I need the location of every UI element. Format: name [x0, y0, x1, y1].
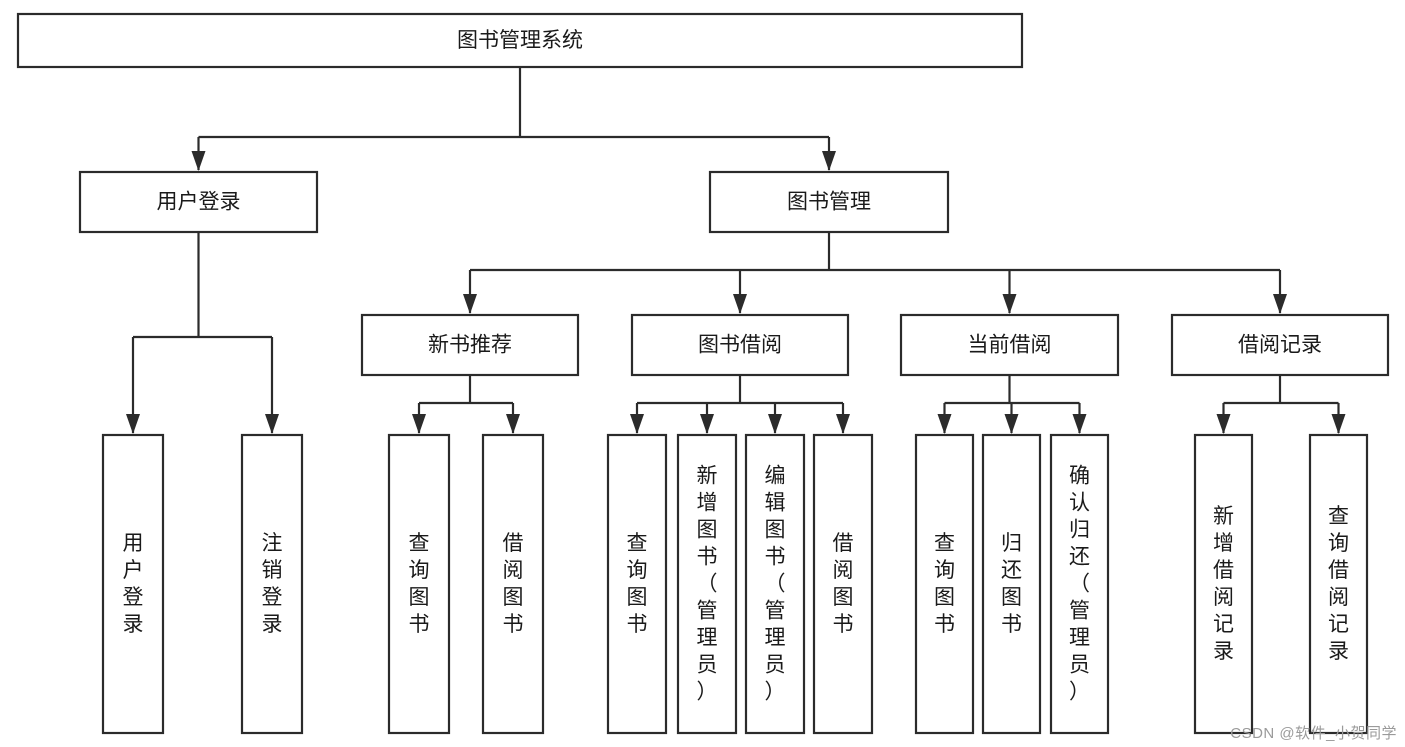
arrow-head-icon [1002, 294, 1017, 314]
node-label: 编辑图书（管理员） [765, 465, 786, 704]
node-level1-图书管理[interactable]: 图书管理 [708, 170, 950, 234]
node-box-rect [481, 433, 545, 735]
node-box-rect [1170, 313, 1390, 377]
node-box-rect [606, 433, 668, 735]
node-box-rect [812, 433, 874, 735]
node-leaf-用户登录[interactable]: 用户登录 [101, 433, 165, 735]
arrow-head-icon [126, 414, 140, 434]
arrow-head-icon [768, 414, 782, 434]
node-label: 归还图书 [1001, 532, 1022, 636]
node-box-rect [240, 433, 304, 735]
arrow-head-icon [1072, 414, 1087, 434]
node-box-rect [1049, 433, 1110, 735]
arrow-head-icon [937, 414, 952, 434]
node-box-rect [630, 313, 850, 377]
arrow-head-icon [191, 151, 206, 171]
node-box-rect [1193, 433, 1254, 735]
node-label: 新增借阅记录 [1213, 505, 1234, 663]
node-label: 查询图书 [627, 532, 648, 636]
node-leaf-新增图书管理员[interactable]: 新增图书（管理员） [676, 433, 738, 735]
node-box-rect [981, 433, 1042, 735]
node-box-rect [1308, 433, 1369, 735]
node-box-rect [360, 313, 580, 377]
node-leaf-借阅图书[interactable]: 借阅图书 [812, 433, 874, 735]
node-label: 图书管理系统 [457, 29, 583, 52]
arrow-head-icon [1331, 414, 1346, 434]
arrow-head-icon [630, 414, 644, 434]
arrow-head-icon [463, 294, 477, 314]
node-label: 用户登录 [123, 532, 144, 636]
node-box-rect [101, 433, 165, 735]
node-leaf-编辑图书管理员[interactable]: 编辑图书（管理员） [744, 433, 806, 735]
arrow-head-icon [412, 414, 426, 434]
node-label: 查询借阅记录 [1328, 505, 1349, 663]
arrow-head-icon [1273, 294, 1287, 314]
node-label: 借阅图书 [833, 532, 854, 636]
node-leaf-查询图书[interactable]: 查询图书 [387, 433, 451, 735]
node-label: 确认归还（管理员） [1069, 465, 1090, 704]
arrow-head-icon [506, 414, 520, 434]
node-level2-当前借阅[interactable]: 当前借阅 [899, 313, 1120, 377]
node-label: 图书借阅 [698, 334, 782, 357]
node-label: 借阅记录 [1238, 334, 1322, 357]
node-box-rect [78, 170, 319, 234]
node-label: 借阅图书 [503, 532, 524, 636]
node-label: 查询图书 [934, 532, 955, 636]
node-box-rect [708, 170, 950, 234]
node-box-rect [914, 433, 975, 735]
node-leaf-新增借阅记录[interactable]: 新增借阅记录 [1193, 433, 1254, 735]
node-level2-图书借阅[interactable]: 图书借阅 [630, 313, 850, 377]
node-box-rect [676, 433, 738, 735]
node-layer: 图书管理系统用户登录图书管理新书推荐图书借阅当前借阅借阅记录用户登录注销登录查询… [16, 12, 1390, 735]
node-label: 查询图书 [409, 532, 430, 636]
node-leaf-确认归还管理员[interactable]: 确认归还（管理员） [1049, 433, 1110, 735]
connector-layer [126, 67, 1346, 434]
node-label: 注销登录 [262, 532, 283, 636]
arrow-head-icon [700, 414, 714, 434]
arrow-head-icon [1004, 414, 1019, 434]
node-label: 用户登录 [157, 191, 241, 214]
arrow-head-icon [265, 414, 279, 434]
node-label: 图书管理 [787, 191, 871, 214]
node-level1-用户登录[interactable]: 用户登录 [78, 170, 319, 234]
arrow-head-icon [733, 294, 747, 314]
node-leaf-借阅图书[interactable]: 借阅图书 [481, 433, 545, 735]
node-leaf-注销登录[interactable]: 注销登录 [240, 433, 304, 735]
node-leaf-查询图书[interactable]: 查询图书 [914, 433, 975, 735]
node-label: 新书推荐 [428, 334, 512, 357]
arrow-head-icon [836, 414, 850, 434]
node-level2-新书推荐[interactable]: 新书推荐 [360, 313, 580, 377]
node-level2-借阅记录[interactable]: 借阅记录 [1170, 313, 1390, 377]
csdn-watermark: CSDN @软件_小贺同学 [1230, 725, 1397, 742]
node-root-图书管理系统[interactable]: 图书管理系统 [16, 12, 1024, 69]
arrow-head-icon [1216, 414, 1231, 434]
node-box-rect [744, 433, 806, 735]
node-label: 新增图书（管理员） [697, 465, 718, 704]
node-leaf-查询图书[interactable]: 查询图书 [606, 433, 668, 735]
node-box-rect [899, 313, 1120, 377]
node-leaf-归还图书[interactable]: 归还图书 [981, 433, 1042, 735]
arrow-head-icon [822, 151, 836, 171]
node-box-rect [16, 12, 1024, 69]
node-label: 当前借阅 [968, 334, 1052, 357]
node-leaf-查询借阅记录[interactable]: 查询借阅记录 [1308, 433, 1369, 735]
node-box-rect [387, 433, 451, 735]
